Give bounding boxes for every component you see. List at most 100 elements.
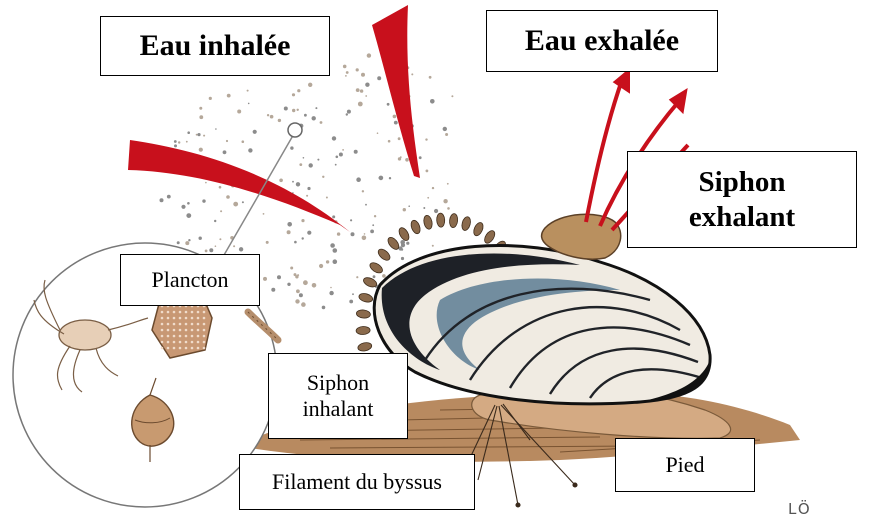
diatom-pore [191, 341, 194, 344]
water-particle [205, 182, 207, 184]
diatom-pore [185, 347, 188, 350]
water-particle [215, 128, 217, 130]
water-particle [443, 127, 447, 131]
water-particle [362, 236, 367, 241]
water-particle [277, 275, 281, 279]
water-particle [351, 232, 355, 236]
water-particle [346, 71, 349, 74]
water-particle [330, 243, 335, 248]
diatom-pore [185, 317, 188, 320]
diatom-pore [167, 335, 170, 338]
water-particle [267, 114, 269, 116]
water-particle [299, 293, 303, 297]
water-particle [374, 215, 376, 217]
diatom-pore [197, 341, 200, 344]
water-particle [398, 157, 401, 160]
water-particle [287, 230, 291, 234]
water-particle [335, 164, 337, 166]
water-particle [387, 103, 390, 106]
water-particle [377, 132, 379, 134]
water-particle [419, 156, 422, 159]
diatom-pore [191, 347, 194, 350]
water-particle [294, 273, 297, 276]
water-particle [403, 208, 406, 211]
water-particle [426, 170, 429, 173]
water-particle [451, 95, 453, 97]
water-particle [296, 182, 300, 186]
water-particle [292, 181, 294, 183]
water-particle [202, 199, 205, 202]
diatom-pore [161, 317, 164, 320]
water-particle [342, 149, 344, 151]
water-particle [306, 195, 308, 197]
water-particle [199, 115, 203, 119]
water-particle [358, 102, 363, 107]
diatom-pore [185, 329, 188, 332]
water-particle [271, 288, 275, 292]
water-particle [226, 140, 228, 142]
water-particle [187, 202, 190, 205]
water-particle [174, 140, 177, 143]
exhalant-siphon-label-line1: Siphon [689, 165, 795, 200]
inhalant-siphon-label-line1: Siphon [303, 370, 374, 396]
water-particle [287, 283, 290, 286]
siphon-frill-papilla [356, 309, 371, 318]
water-particle [295, 299, 299, 303]
water-particle [401, 257, 404, 260]
water-particle [219, 186, 222, 189]
foot-label: Pied [615, 438, 755, 492]
water-particle [233, 202, 238, 207]
diatom-pore [179, 311, 182, 314]
water-particle [326, 260, 329, 263]
water-particle [292, 93, 295, 96]
water-particle [400, 240, 405, 245]
water-particle [187, 131, 190, 134]
water-particle [389, 177, 391, 179]
water-particle [233, 245, 235, 247]
water-particle [299, 163, 302, 166]
water-particle [308, 83, 312, 87]
magnified-particle [288, 123, 302, 137]
water-particle [339, 153, 343, 157]
diatom-pore [173, 323, 176, 326]
water-particle [178, 141, 180, 143]
water-particle [394, 121, 398, 125]
water-particle [401, 248, 403, 250]
inhaled-water-arrow-left [128, 140, 350, 232]
water-particle [354, 150, 358, 154]
water-particle [434, 209, 438, 213]
water-particle [263, 213, 265, 215]
siphon-frill-papilla [358, 292, 374, 303]
water-particle [445, 133, 448, 136]
diatom-pore [179, 335, 182, 338]
diatom-pore [179, 317, 182, 320]
water-particle [322, 176, 324, 178]
water-particle [301, 302, 306, 307]
siphon-frill-papilla [472, 221, 485, 237]
water-particle [427, 197, 429, 199]
water-particle [266, 241, 269, 244]
water-particle [209, 97, 212, 100]
water-particle [398, 137, 401, 140]
water-particle [364, 233, 366, 235]
water-particle [181, 205, 185, 209]
water-particle [322, 306, 326, 310]
diatom-pore [185, 311, 188, 314]
diatom-pore [173, 335, 176, 338]
inhalant-siphon-label-line2: inhalant [303, 396, 374, 422]
water-particle [337, 232, 340, 235]
diatom-pore [185, 341, 188, 344]
byssus-filament-label: Filament du byssus [239, 454, 475, 510]
diatom-pore [197, 335, 200, 338]
water-particle [284, 107, 288, 111]
water-particle [307, 187, 310, 190]
diatom-pore [173, 311, 176, 314]
water-particle [317, 159, 319, 161]
water-particle [303, 280, 308, 285]
water-particle [303, 157, 305, 159]
diatom-pore [173, 341, 176, 344]
water-particle [425, 138, 427, 140]
diatom-pore [161, 323, 164, 326]
diatom-pore [191, 335, 194, 338]
